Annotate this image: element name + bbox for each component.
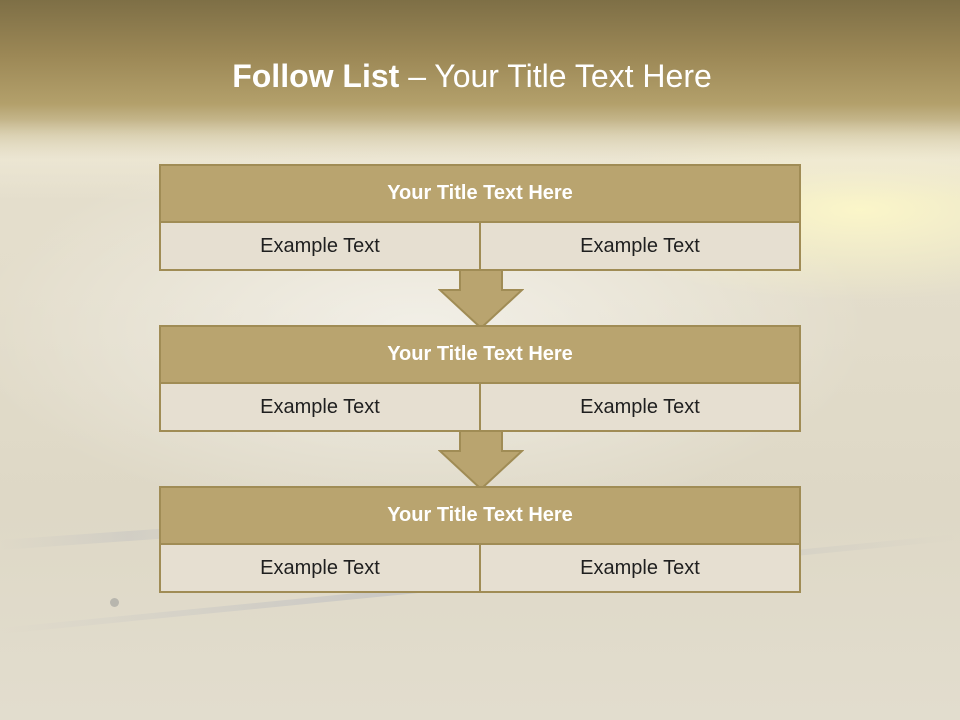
list-block-1: Your Title Text Here Example Text Exampl… <box>159 164 801 271</box>
block-title: Your Title Text Here <box>159 486 801 545</box>
block-cell-left: Example Text <box>159 221 481 271</box>
block-title: Your Title Text Here <box>159 164 801 223</box>
block-cell-right: Example Text <box>479 221 801 271</box>
block-cell-left: Example Text <box>159 543 481 593</box>
slide-title-rest: – Your Title Text Here <box>408 58 712 94</box>
block-cell-right: Example Text <box>479 382 801 432</box>
down-arrow-icon <box>438 270 524 330</box>
block-title: Your Title Text Here <box>159 325 801 384</box>
block-cell-left: Example Text <box>159 382 481 432</box>
list-block-2: Your Title Text Here Example Text Exampl… <box>159 325 801 432</box>
slide-title-bold: Follow List <box>232 58 400 94</box>
background-dot <box>110 598 119 607</box>
slide-title: Follow List – Your Title Text Here <box>0 52 944 100</box>
list-block-3: Your Title Text Here Example Text Exampl… <box>159 486 801 593</box>
block-cell-right: Example Text <box>479 543 801 593</box>
down-arrow-icon <box>438 431 524 491</box>
